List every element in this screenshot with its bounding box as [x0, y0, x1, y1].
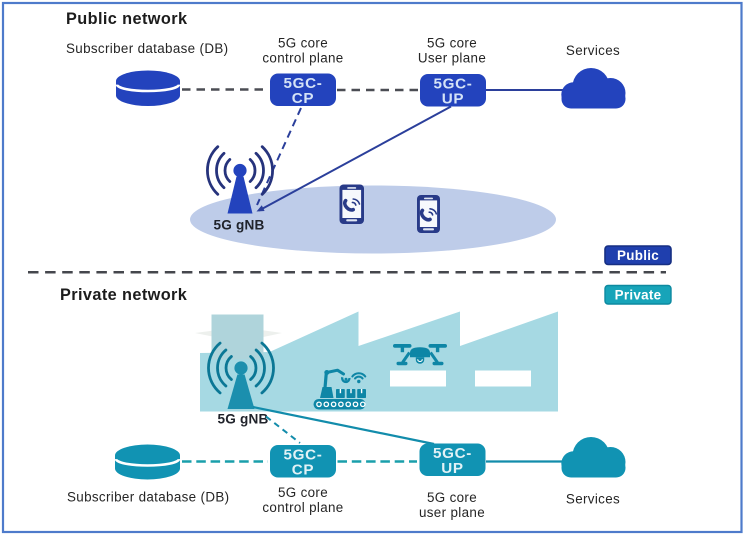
svg-text:CP: CP	[292, 90, 315, 107]
svg-text:5GC-: 5GC-	[283, 446, 322, 463]
svg-text:User plane: User plane	[418, 51, 486, 66]
svg-text:5G core: 5G core	[278, 485, 328, 500]
svg-text:5G gNB: 5G gNB	[217, 412, 268, 427]
svg-text:control plane: control plane	[262, 51, 343, 66]
svg-text:Public: Public	[617, 248, 659, 263]
svg-text:Public network: Public network	[66, 10, 188, 28]
svg-text:control plane: control plane	[262, 500, 343, 515]
svg-text:CP: CP	[292, 462, 315, 479]
svg-text:Services: Services	[566, 43, 620, 58]
svg-text:5G core: 5G core	[278, 36, 328, 51]
svg-text:5G core: 5G core	[427, 36, 477, 51]
svg-text:Private network: Private network	[60, 286, 188, 304]
svg-text:UP: UP	[441, 460, 464, 477]
svg-text:Subscriber database (DB): Subscriber database (DB)	[67, 490, 229, 505]
svg-text:5GC-: 5GC-	[433, 445, 472, 462]
svg-text:5GC-: 5GC-	[283, 75, 322, 92]
svg-text:5G core: 5G core	[427, 490, 477, 505]
svg-text:5G gNB: 5G gNB	[213, 218, 264, 233]
svg-text:user plane: user plane	[419, 505, 485, 520]
svg-text:Services: Services	[566, 492, 620, 507]
svg-text:Private: Private	[615, 287, 662, 302]
svg-text:5GC-: 5GC-	[433, 75, 472, 92]
svg-text:UP: UP	[442, 91, 465, 108]
svg-text:Subscriber database (DB): Subscriber database (DB)	[66, 41, 228, 56]
